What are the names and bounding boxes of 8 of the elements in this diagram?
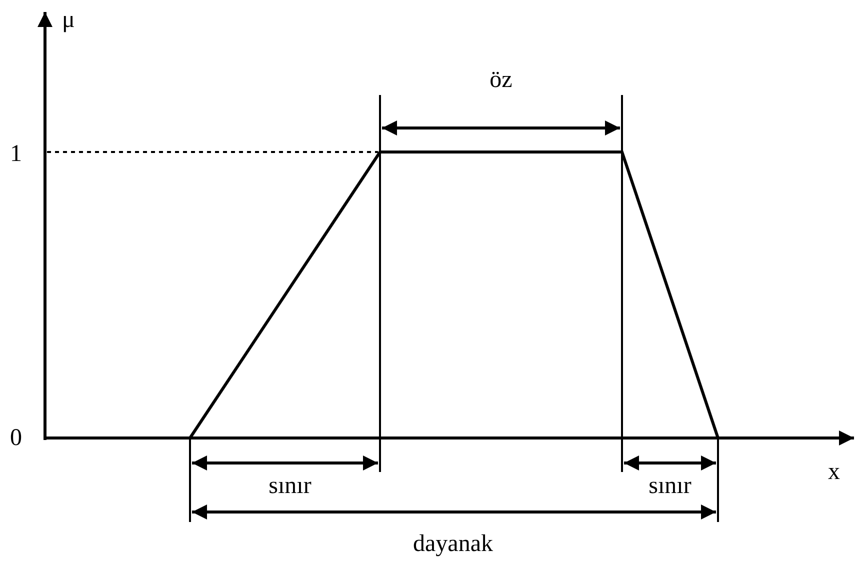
tick-label: 0: [10, 426, 22, 450]
dimension-label: öz: [490, 68, 512, 92]
dimension-label: sınır: [268, 474, 312, 498]
dimension-label: dayanak: [413, 532, 493, 556]
tick-label: 1: [10, 142, 22, 166]
dimension-label: sınır: [648, 474, 692, 498]
axis-label: μ: [62, 8, 75, 32]
axis-label: x: [828, 460, 840, 484]
